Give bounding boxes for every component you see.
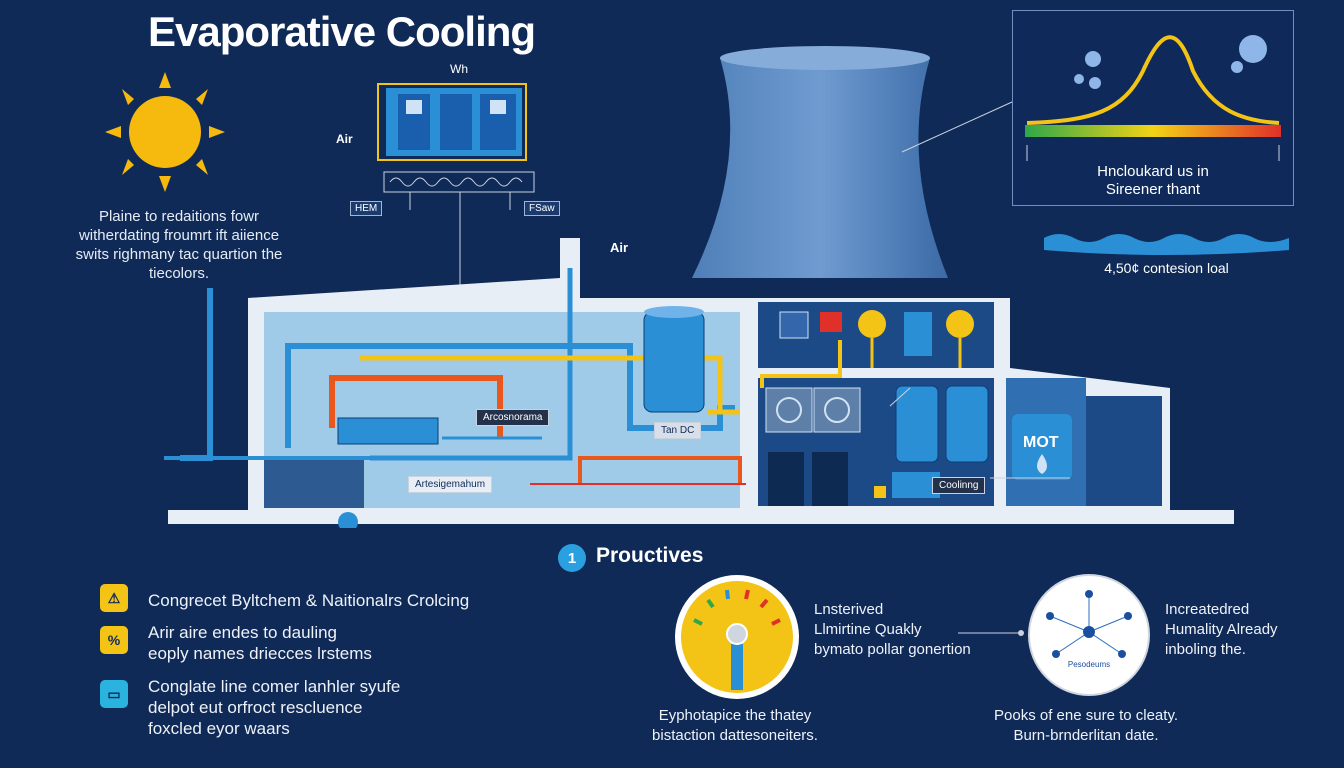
feature-line: eoply names driecces lrstems	[148, 644, 372, 663]
left-note-line: Plaine to redaitions fowr	[98, 208, 260, 225]
feature-line: Conglate line comer lanhler syufe	[148, 677, 401, 696]
left-note-line: swits righmany tac quartion the	[75, 246, 283, 263]
tank-label: MOT	[1023, 434, 1059, 451]
warning-icon: ⚠	[100, 584, 128, 612]
sun-icon	[105, 72, 225, 192]
cooling-tower	[692, 46, 948, 278]
left-note-line: tiecolors.	[148, 265, 210, 282]
feature-line: foxcled eyor waars	[148, 719, 290, 738]
section-number-badge: 1	[558, 544, 586, 572]
connector-line	[901, 101, 1013, 153]
connector-line	[958, 630, 1024, 636]
gauge-caption-line: Eyphotapice the thatey	[658, 707, 812, 724]
network-text-line: Humality Already	[1165, 621, 1278, 638]
feature-line: Congrecet Byltchem & Naitionalrs Crolcin…	[148, 591, 470, 610]
network-caption: Pooks of ene sure to cleaty. Burn-brnder…	[966, 706, 1206, 746]
feature-text: Conglate line comer lanhler syufe delpot…	[148, 676, 568, 739]
feature-text: Arir aire endes to dauling eoply names d…	[148, 622, 568, 664]
screen-icon: ▭	[100, 680, 128, 708]
air-label-right: Air	[610, 240, 629, 255]
air-unit-label-hem: HEM	[350, 201, 383, 216]
left-note-line: witherdating froumrt ift aiience	[78, 227, 280, 244]
gauge-text-line: bymato pollar gonertion	[814, 641, 971, 658]
gauge-text-line: Llmirtine Quakly	[814, 621, 922, 638]
gauge-text: Lnsterived Llmirtine Quakly bymato polla…	[814, 600, 971, 660]
network-center-label: Pesodeums	[1067, 660, 1111, 669]
air-unit-top-label: Wh	[450, 62, 468, 76]
air-unit-label-fsaw: FSaw	[524, 201, 560, 216]
network-icon	[1028, 574, 1150, 696]
network-text: Increatedred Humality Already inboling t…	[1165, 600, 1278, 660]
gauge-text-line: Lnsterived	[814, 601, 884, 618]
network-text-line: Increatedred	[1165, 601, 1250, 618]
plant-building	[164, 238, 1234, 528]
feature-line: Arir aire endes to dauling	[148, 623, 338, 642]
chart-line-2: Sireener thant	[1105, 181, 1201, 198]
plant-label-c: Artesigemahum	[408, 476, 493, 493]
plant-label-d: Coolinng	[932, 477, 986, 494]
humidity-curve	[1025, 35, 1281, 171]
page-title: Evaporative Cooling	[148, 8, 536, 55]
gauge-caption-line: bistaction dattesoneiters.	[652, 727, 818, 744]
chart-line-1: Hncloukard us in	[1097, 163, 1209, 180]
network-caption-line: Pooks of ene sure to cleaty.	[994, 707, 1178, 724]
humidity-chart-panel: Hncloukard us in Sireener thant	[1012, 10, 1294, 206]
air-handling-unit	[377, 83, 535, 286]
water-waves	[1044, 234, 1289, 255]
section-title: Prouctives	[596, 544, 704, 567]
air-unit-left-label: Air	[336, 132, 353, 146]
gauge-icon	[675, 575, 799, 699]
plant-label-b: Tan DC	[654, 422, 702, 439]
feature-line: delpot eut orfroct rescluence	[148, 698, 363, 717]
water-caption: 4,50¢ contesion loal	[1104, 260, 1229, 276]
network-caption-line: Burn-brnderlitan date.	[1013, 727, 1159, 744]
gauge-caption: Eyphotapice the thatey bistaction dattes…	[610, 706, 860, 746]
plant-label-a: Arcosnorama	[476, 409, 550, 426]
left-note: Plaine to redaitions fowr witherdating f…	[64, 207, 294, 283]
network-text-line: inboling the.	[1165, 641, 1246, 658]
percent-icon: %	[100, 626, 128, 654]
